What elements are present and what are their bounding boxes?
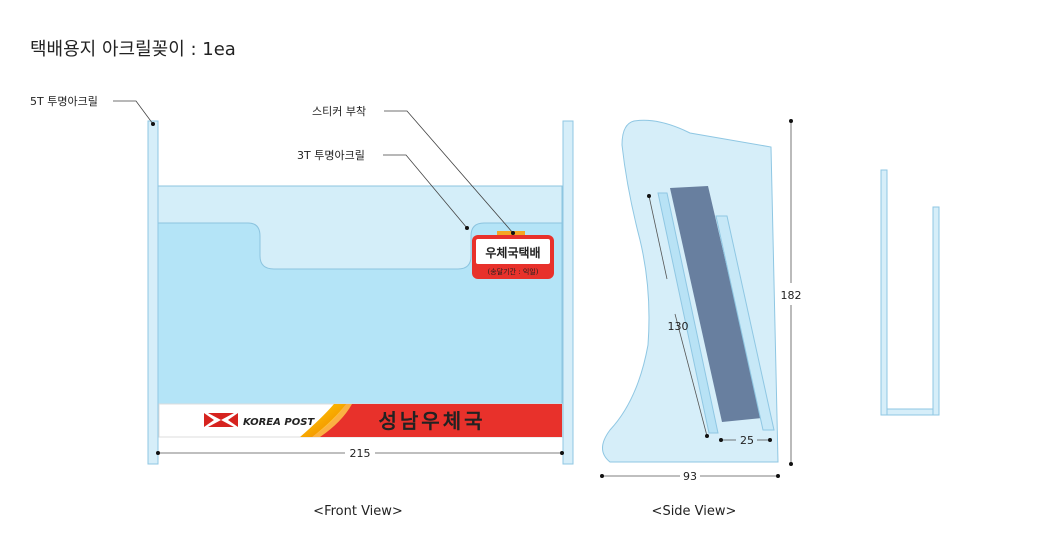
right-side-post	[562, 120, 574, 465]
side-height-label: 182	[781, 289, 802, 302]
callout-sticker-label: 스티커 부착	[312, 105, 366, 118]
korea-post-logo-icon	[204, 413, 238, 427]
side-base-label: 93	[683, 470, 697, 483]
side-depth-dimension: 25	[719, 434, 772, 447]
u-profile-right-wall	[932, 206, 940, 416]
callout-5t-acrylic: 5T 투명아크릴	[30, 95, 155, 126]
callout-3t-label: 3T 투명아크릴	[297, 149, 365, 162]
u-profile-section	[880, 169, 940, 416]
left-side-post	[147, 120, 159, 465]
banner-office-text: 성남우체국	[379, 409, 486, 433]
side-slot-dimension: 130	[647, 194, 709, 438]
front-view-caption: <Front View>	[313, 504, 403, 519]
sticker-sub-text: (송달기간 : 익일)	[488, 267, 539, 276]
front-pocket-panel	[157, 222, 563, 407]
callout-5t-label: 5T 투명아크릴	[30, 95, 98, 108]
side-front-strip	[715, 215, 775, 431]
front-view: 우체국택배 (송달기간 : 익일) KOREA POST 성남우체국	[30, 95, 574, 519]
callout-3t-acrylic: 3T 투명아크릴	[297, 149, 469, 230]
front-width-dimension: 215	[156, 447, 564, 460]
side-base-dimension: 93	[600, 470, 780, 483]
u-profile-left-wall	[880, 169, 888, 416]
banner: KOREA POST 성남우체국	[158, 403, 563, 438]
banner-red-band	[308, 404, 562, 437]
banner-brand-text: KOREA POST	[243, 417, 315, 428]
side-view-caption: <Side View>	[652, 504, 737, 519]
sticker-main-text: 우체국택배	[485, 245, 540, 260]
side-back-strip	[657, 192, 719, 434]
banner-swoosh	[300, 404, 346, 437]
side-paper-stack	[670, 186, 762, 422]
sticker: 우체국택배 (송달기간 : 익일)	[472, 231, 554, 279]
callout-sticker: 스티커 부착	[312, 105, 515, 235]
front-width-label: 215	[350, 447, 371, 460]
page-title: 택배용지 아크릴꽂이 : 1ea	[30, 39, 236, 60]
u-profile-bottom	[886, 408, 934, 416]
side-height-dimension: 182	[781, 119, 802, 466]
side-view: 130 182 25 93 <Side View>	[600, 119, 802, 519]
side-slot-label: 130	[668, 320, 689, 333]
side-depth-label: 25	[740, 434, 754, 447]
